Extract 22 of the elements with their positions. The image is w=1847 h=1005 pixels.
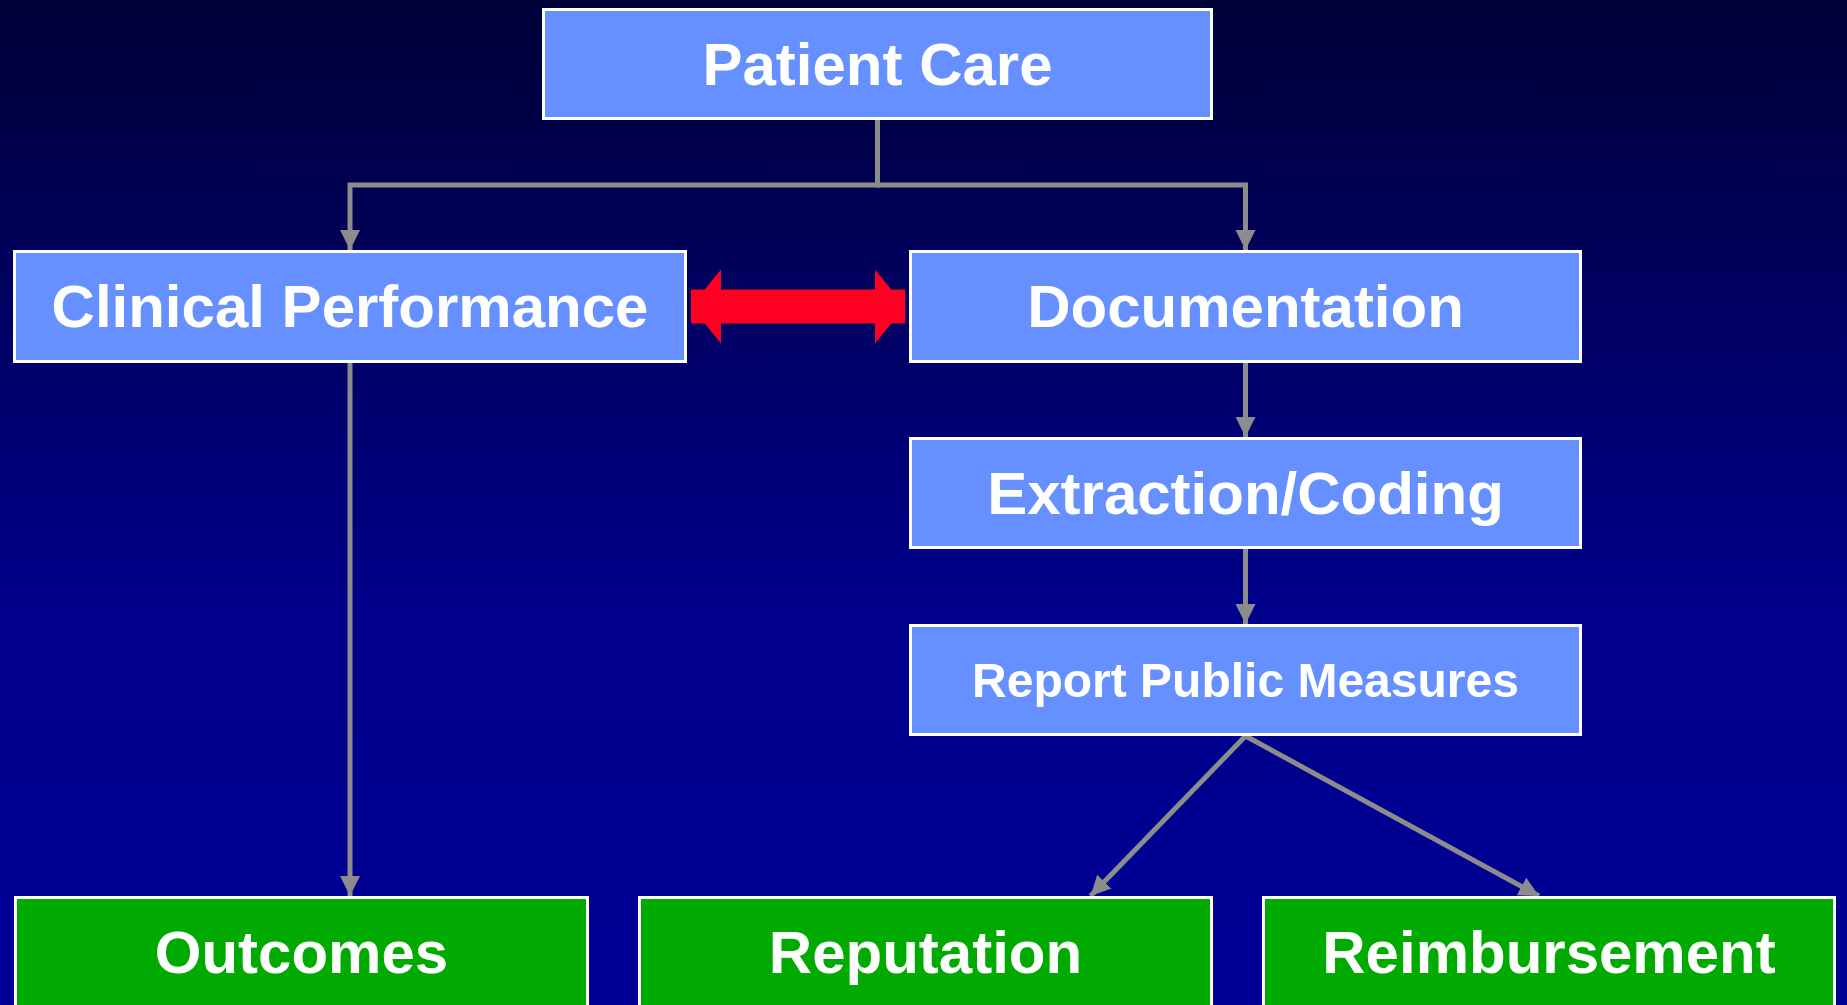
arrow — [1235, 363, 1256, 437]
box-label: Documentation — [1027, 272, 1464, 341]
process-box — [909, 250, 1582, 363]
box-label: Outcomes — [154, 917, 449, 987]
double-arrow — [691, 269, 905, 344]
box-label: Report Public Measures — [972, 652, 1519, 708]
result-box — [14, 896, 589, 1005]
process-box — [542, 8, 1213, 120]
process-box — [909, 624, 1582, 736]
box-label: Clinical Performance — [51, 272, 649, 341]
arrow — [1235, 549, 1256, 624]
arrow — [340, 363, 360, 896]
arrow — [875, 120, 1256, 250]
process-box — [909, 437, 1582, 549]
result-box — [1262, 896, 1836, 1005]
box-label: Extraction/Coding — [987, 458, 1504, 528]
arrow — [1088, 734, 1248, 898]
box-label: Reputation — [768, 917, 1083, 987]
result-box — [638, 896, 1213, 1005]
process-box — [13, 250, 687, 363]
box-label: Reimbursement — [1322, 917, 1776, 987]
box-label: Patient Care — [702, 29, 1053, 99]
